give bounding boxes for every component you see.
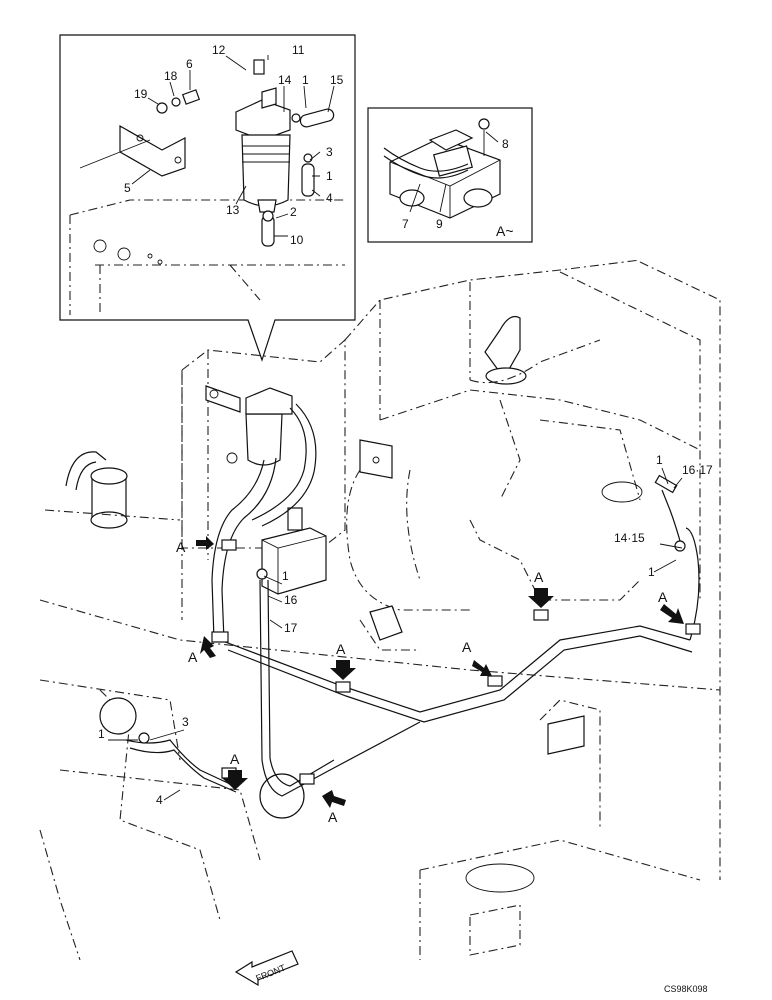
main-part-1-center: 1 [282, 569, 289, 583]
callout-part-1b: 1 [326, 169, 333, 183]
main-part-1-right: 1 [648, 565, 655, 579]
drawing-code: CS98K098 [664, 984, 708, 994]
view-a-inset [367, 107, 533, 243]
view-marker-a-6: A [658, 589, 668, 605]
callout-part-12: 12 [212, 43, 226, 57]
main-part-1-top-right: 1 [656, 453, 663, 467]
main-part-4-left: 4 [156, 793, 163, 807]
view-marker-a-4: A [462, 639, 472, 655]
callout-part-5: 5 [124, 181, 131, 195]
callout-part-13: 13 [226, 203, 240, 217]
callout-part-2: 2 [290, 205, 297, 219]
callout-part-4: 4 [326, 191, 333, 205]
callout-part-11: 11 [292, 43, 305, 57]
callout-part-6: 6 [186, 57, 193, 71]
main-part-14-15: 14·15 [614, 531, 645, 545]
callout-part-3: 3 [326, 145, 333, 159]
main-part-16-17-top-right: 16·17 [682, 463, 713, 477]
machine-frame [39, 259, 721, 987]
fuel-hose-routing [125, 403, 701, 797]
inset-view-label: A~ [496, 223, 514, 239]
callout-part-19: 19 [134, 87, 148, 101]
callout-part-1a: 1 [302, 73, 309, 87]
view-marker-a-8: A [328, 809, 338, 825]
callout-part-15: 15 [330, 73, 344, 87]
view-marker-a-3: A [336, 641, 346, 657]
main-part-16-center: 16 [284, 593, 298, 607]
inset-part-9: 9 [436, 217, 443, 231]
view-marker-arrows [196, 536, 684, 808]
callout-part-14: 14 [278, 73, 292, 87]
view-marker-a-7: A [230, 751, 240, 767]
main-part-3-left: 3 [182, 715, 189, 729]
main-part-1-left: 1 [98, 727, 105, 741]
view-marker-a-1: A [176, 539, 186, 555]
inset-part-7: 7 [402, 217, 409, 231]
view-marker-a-5: A [534, 569, 544, 585]
detail-callout [59, 34, 356, 362]
inset-part-8: 8 [502, 137, 509, 151]
view-marker-a-2: A [188, 649, 198, 665]
callout-part-10: 10 [290, 233, 304, 247]
callout-part-18: 18 [164, 69, 178, 83]
main-part-17-center: 17 [284, 621, 298, 635]
